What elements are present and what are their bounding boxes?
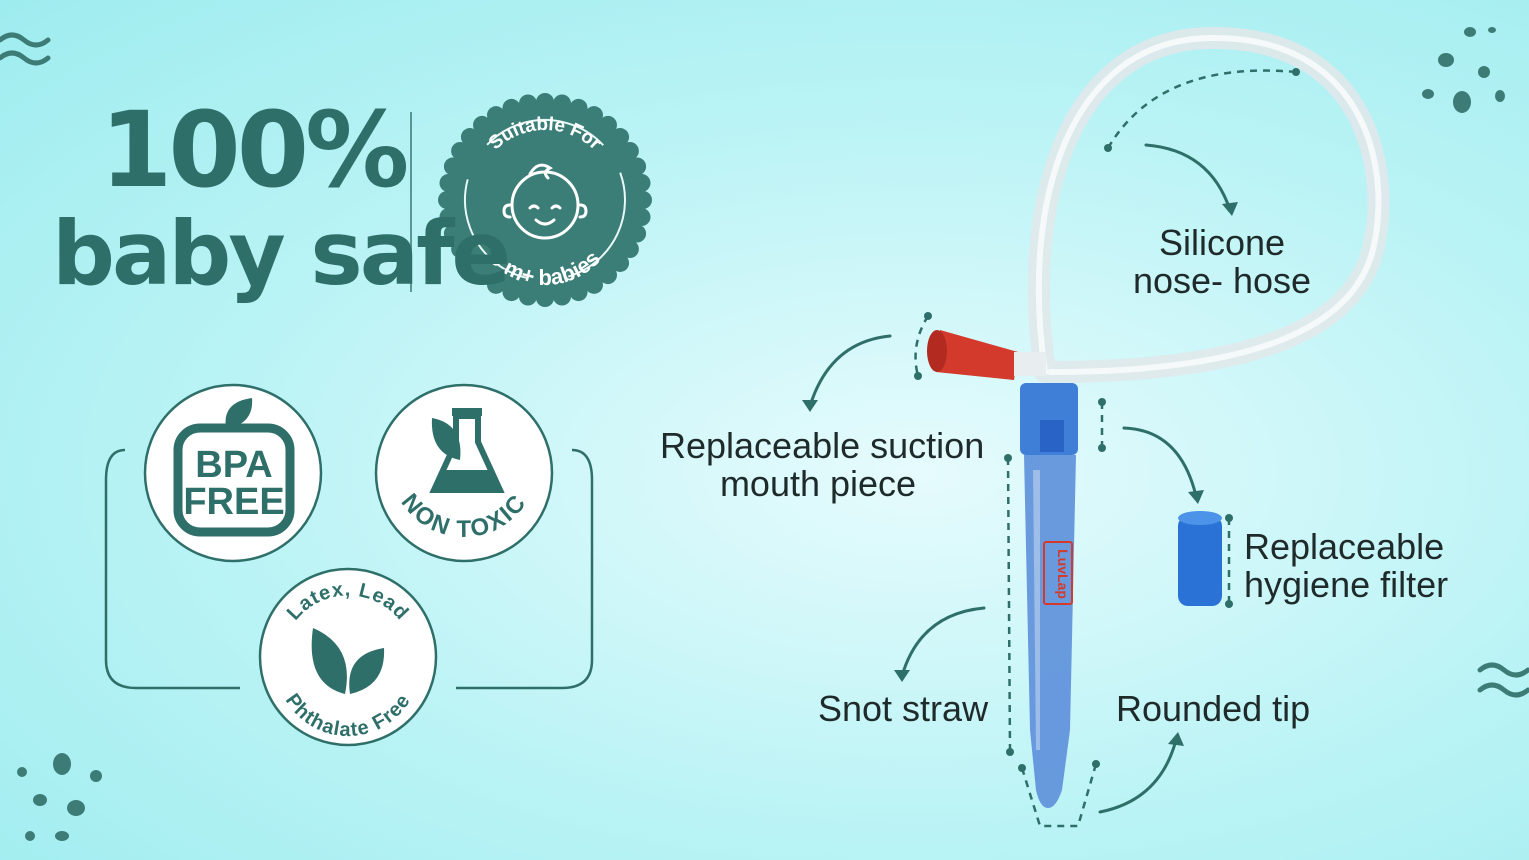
badge-scallop xyxy=(632,173,651,192)
badge-scallop xyxy=(518,287,537,306)
badge-scallop xyxy=(518,94,537,113)
badge-scallop xyxy=(438,191,456,209)
dashed-guide-ends xyxy=(914,68,1300,772)
badge-scallop xyxy=(569,98,588,117)
dots-icon xyxy=(1422,27,1505,113)
badge-scallop xyxy=(439,173,458,192)
badge-scallop xyxy=(443,157,462,176)
badge-scallop xyxy=(598,266,617,285)
badge-scallop xyxy=(536,93,554,111)
wave-icon-right xyxy=(1477,662,1529,698)
arrow-heads xyxy=(802,202,1238,746)
callout-straw: Snot straw xyxy=(818,688,989,729)
badge-scallop xyxy=(536,289,554,307)
non-toxic-badge: NON TOXIC xyxy=(374,383,554,563)
callout-filter: Replaceable hygiene filter xyxy=(1244,528,1448,604)
mouth-piece xyxy=(927,330,1046,380)
bpa-free-badge: BPA FREE xyxy=(143,383,323,563)
badge-scallop xyxy=(439,208,458,227)
nose-hose xyxy=(1027,26,1390,383)
leaf-icon xyxy=(225,398,253,428)
callout-mouthpiece-line1: Replaceable suction xyxy=(660,425,985,466)
dots-icon-left xyxy=(17,753,102,841)
free-text: FREE xyxy=(183,481,284,523)
badge-scallop xyxy=(632,208,651,227)
brand-label: LuvLap xyxy=(1055,549,1071,599)
badge-scallop xyxy=(611,128,630,147)
badge-scallop xyxy=(598,115,617,134)
badge-scallop xyxy=(473,266,492,285)
badge-scallop xyxy=(569,283,588,302)
arrows xyxy=(808,143,1232,814)
badge-bracket-right xyxy=(456,448,594,690)
latex-lead-badge: Latex, Lead Phthalate Free xyxy=(258,567,438,747)
headline-percent: 100% xyxy=(100,89,409,211)
hygiene-filter xyxy=(1178,511,1222,606)
badge-scallop xyxy=(473,115,492,134)
badge-scallop xyxy=(553,94,572,113)
baby-face-icon xyxy=(502,163,588,240)
flask-icon xyxy=(429,408,505,493)
badge-scallop xyxy=(451,142,470,160)
headline-divider xyxy=(410,112,412,292)
leaves-icon xyxy=(311,628,385,694)
badge-scallop xyxy=(443,224,462,243)
badge-scallop xyxy=(585,106,603,125)
badge-scallop xyxy=(460,128,479,147)
badge-bracket-left xyxy=(104,448,240,690)
age-badge: Suitable For 0 m+ babies xyxy=(438,93,652,307)
badge-scallop xyxy=(487,106,505,125)
badge-scallop xyxy=(487,275,505,294)
headline-baby-safe: baby safe xyxy=(52,202,511,305)
snot-straw: LuvLap xyxy=(1020,383,1078,808)
badge-scallop xyxy=(620,240,639,258)
callout-mouthpiece-line2: mouth piece xyxy=(719,463,917,504)
badge-scallop xyxy=(502,283,521,302)
wave-icon xyxy=(0,32,51,66)
badge-scallop xyxy=(620,142,639,160)
dashed-guides xyxy=(914,69,1297,828)
callout-filter-line1: Replaceable xyxy=(1244,526,1445,567)
callout-tip: Rounded tip xyxy=(1116,688,1311,729)
callout-filter-line2: hygiene filter xyxy=(1244,564,1449,605)
badge-scallop xyxy=(502,98,521,117)
badge-scallop xyxy=(634,191,652,209)
callout-mouthpiece: Replaceable suction mouth piece xyxy=(660,425,985,504)
bpa-text: BPA xyxy=(195,444,272,486)
callout-hose: Silicone nose- hose xyxy=(1132,224,1312,300)
badge-scallop xyxy=(611,253,630,272)
badge-scallop xyxy=(585,275,603,294)
badge-scallop xyxy=(628,157,647,176)
callout-hose-line1: Silicone xyxy=(1158,222,1286,263)
badge-scallop xyxy=(451,240,470,258)
callout-hose-line2: nose- hose xyxy=(1132,260,1312,301)
badge-scallop xyxy=(628,224,647,243)
badge-scallop xyxy=(460,253,479,272)
badge-scallop xyxy=(553,287,572,306)
